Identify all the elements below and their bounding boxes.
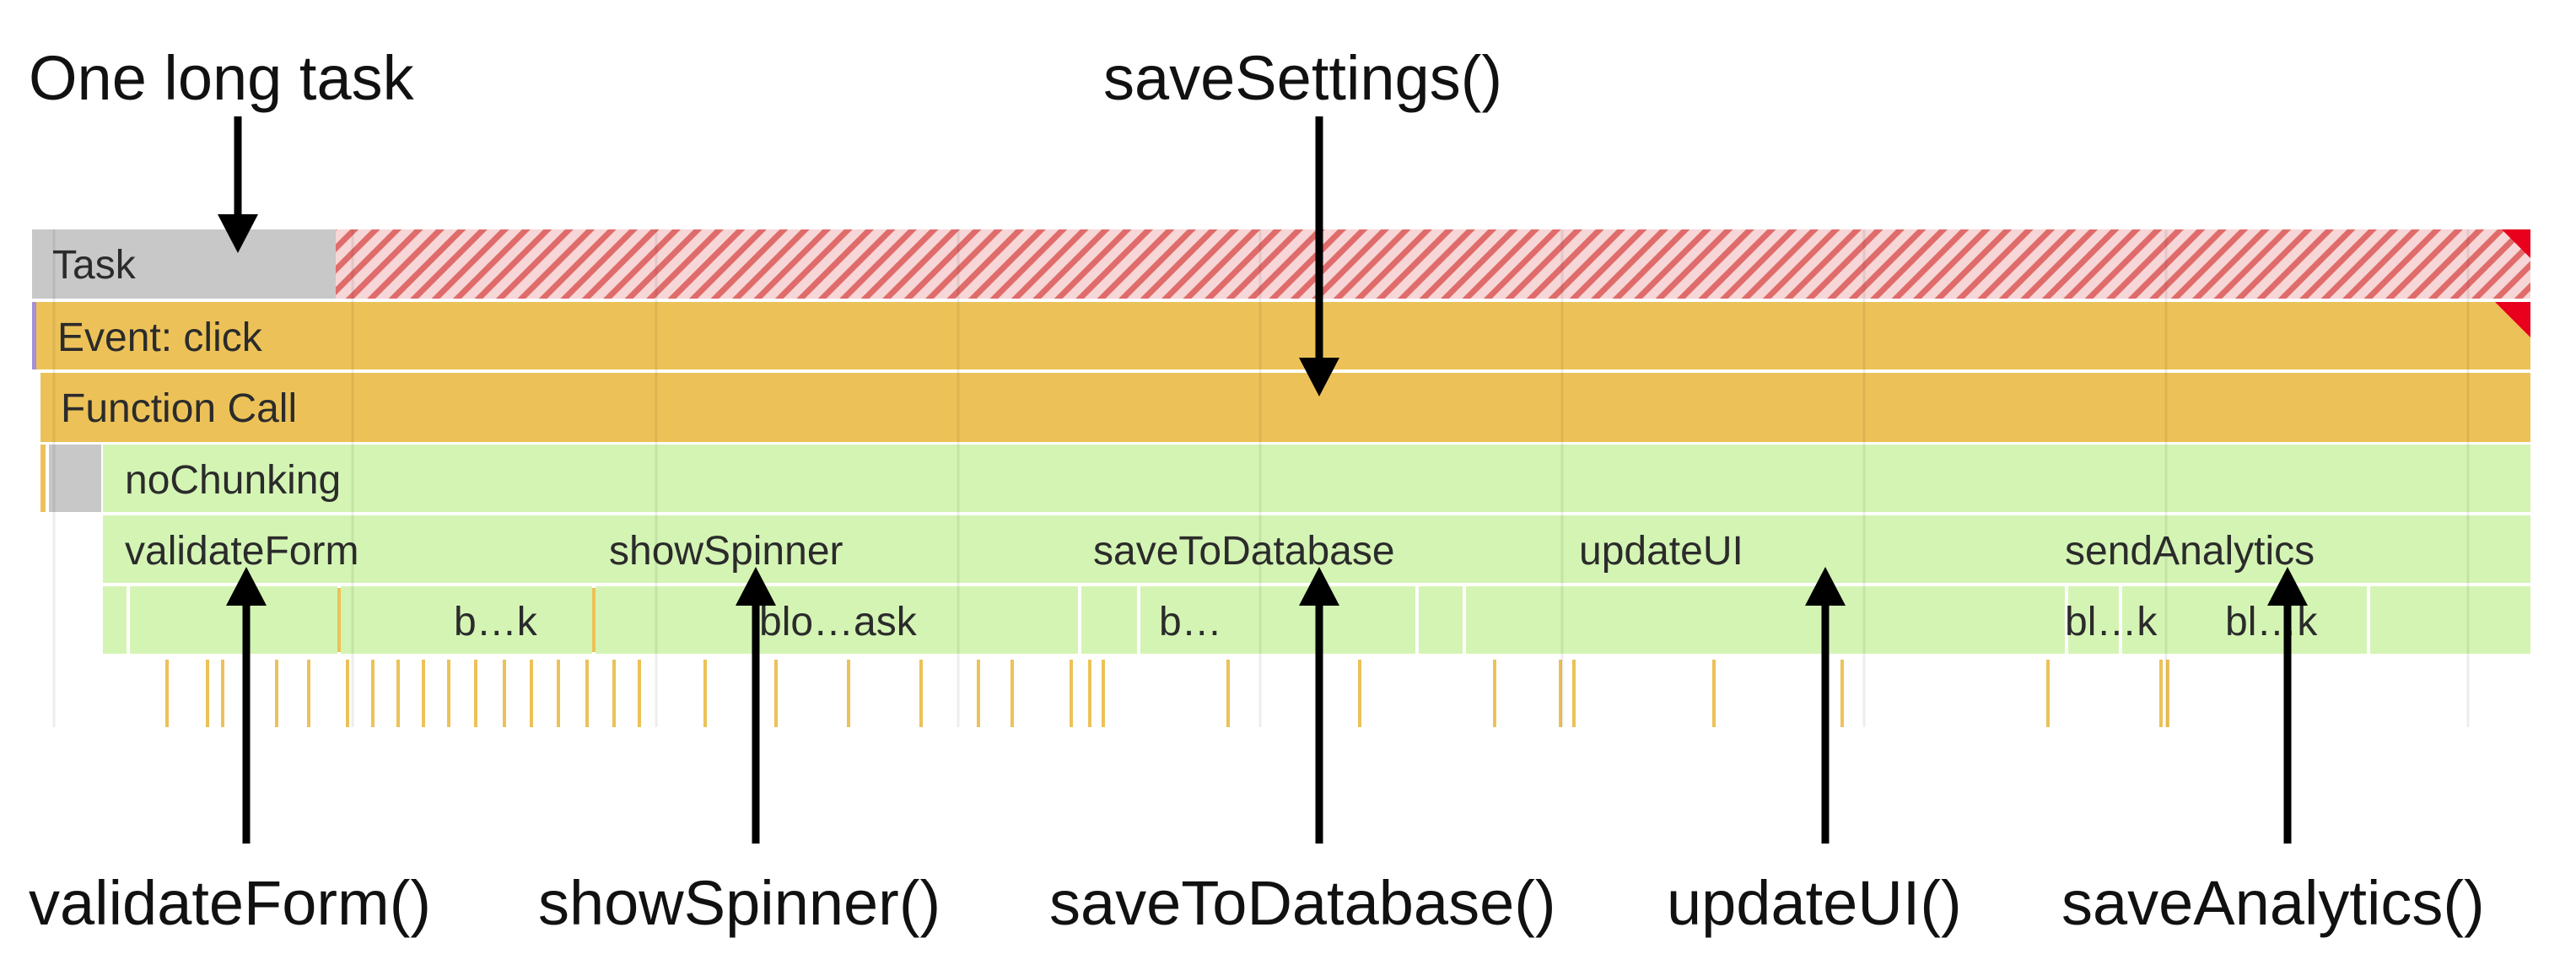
fn-send-analytics: sendAnalytics [2065, 529, 2315, 574]
micro-task-tick [474, 660, 477, 727]
micro-task-tick [612, 660, 616, 727]
pre-slice-yellow [40, 445, 46, 512]
micro-task-tick [1840, 660, 1844, 727]
micro-task-tick [1559, 660, 1562, 727]
sub-task-5: bl…k [2225, 600, 2318, 644]
event-label: Event: click [57, 315, 263, 360]
micro-task-tick [275, 660, 278, 727]
timeline-gridlines [52, 229, 2470, 727]
micro-task-tick [1010, 660, 1014, 727]
micro-task-tick [1493, 660, 1496, 727]
micro-task-tick [447, 660, 450, 727]
micro-task-tick [919, 660, 923, 727]
long-task-hatch [336, 229, 2530, 299]
micro-task-tick [585, 660, 589, 727]
micro-task-tick [346, 660, 349, 727]
pre-slice-gray [49, 445, 101, 512]
micro-task-tick [1358, 660, 1361, 727]
save-analytics-arrow [2267, 567, 2308, 844]
micro-task-tick [396, 660, 400, 727]
micro-task-tick [2166, 660, 2169, 727]
function-call-label: Function Call [61, 386, 297, 431]
event-long-flag [2495, 302, 2530, 337]
no-chunking-label: noChunking [125, 458, 341, 503]
sub-task-1: b…k [454, 600, 538, 644]
save-to-database-caption: saveToDatabase() [1049, 868, 1556, 938]
update-ui-caption: updateUI() [1667, 868, 1962, 938]
micro-task-tick [1572, 660, 1576, 727]
micro-task-tick [2046, 660, 2050, 727]
fn-validate-form: validateForm [125, 529, 358, 574]
micro-task-tick [1712, 660, 1716, 727]
micro-task-tick [557, 660, 560, 727]
functions-row [103, 515, 2530, 583]
micro-task-ticks [165, 660, 2169, 727]
sub-task-2: blo…ask [759, 600, 918, 644]
save-analytics-caption: saveAnalytics() [2061, 868, 2485, 938]
micro-task-tick [307, 660, 310, 727]
micro-task-tick [503, 660, 506, 727]
micro-task-tick [847, 660, 850, 727]
event-left-edge [32, 302, 36, 369]
micro-task-tick [1102, 660, 1105, 727]
micro-task-tick [221, 660, 224, 727]
validate-form-caption: validateForm() [29, 868, 431, 938]
micro-task-tick [206, 660, 209, 727]
micro-task-tick [774, 660, 778, 727]
fn-update-ui: updateUI [1579, 529, 1743, 574]
no-chunking-bar [103, 445, 2530, 512]
task-caption: One long task [29, 43, 414, 113]
save-to-database-arrow [1299, 567, 1339, 844]
show-spinner-caption: showSpinner() [538, 868, 941, 938]
task-long-flag [2502, 229, 2530, 258]
micro-task-tick [1226, 660, 1230, 727]
update-ui-arrow [1805, 567, 1846, 844]
save-settings-caption: saveSettings() [1103, 43, 1502, 113]
micro-task-tick [977, 660, 980, 727]
micro-task-tick [530, 660, 533, 727]
fn-show-spinner: showSpinner [609, 529, 843, 574]
micro-task-tick [1070, 660, 1073, 727]
event-bar [32, 302, 2530, 369]
micro-task-tick [2159, 660, 2163, 727]
fn-save-to-database: saveToDatabase [1093, 529, 1395, 574]
micro-task-tick [638, 660, 641, 727]
validate-form-arrow [226, 567, 267, 844]
micro-task-tick [703, 660, 707, 727]
sub-task-4: bl…k [2065, 600, 2158, 644]
sub-task-3: b… [1159, 600, 1222, 644]
save-settings-arrow [1299, 116, 1339, 396]
sub-task-row [103, 586, 2530, 654]
task-bar [32, 229, 336, 299]
function-call-bar [40, 373, 2530, 442]
task-label: Task [52, 243, 137, 288]
show-spinner-arrow [736, 567, 776, 844]
micro-task-tick [371, 660, 375, 727]
task-arrow [218, 116, 258, 253]
micro-task-tick [422, 660, 425, 727]
micro-task-tick [1088, 660, 1091, 727]
micro-task-tick [165, 660, 169, 727]
